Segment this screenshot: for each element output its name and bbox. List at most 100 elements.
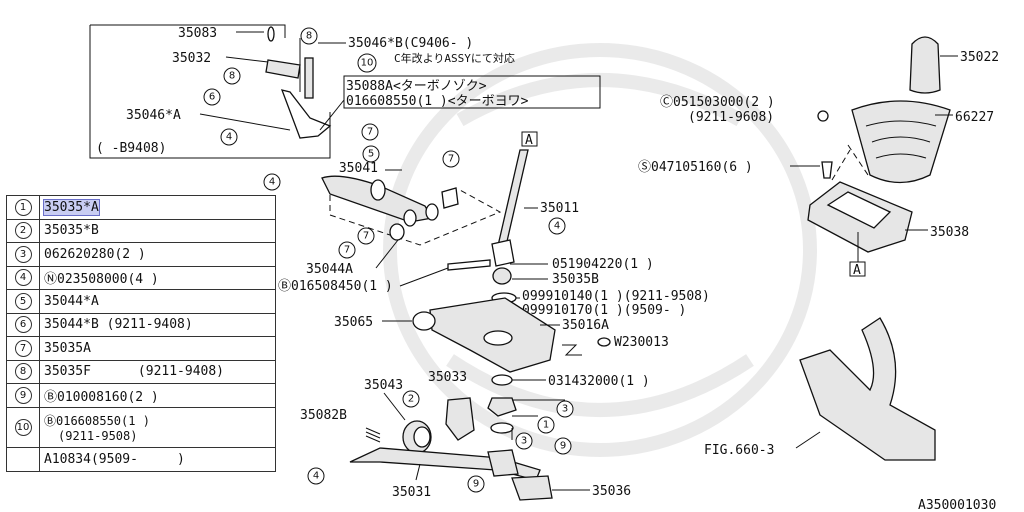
callout-6: 6 bbox=[209, 92, 215, 103]
label-35032: 35032 bbox=[172, 51, 211, 66]
label-016508450: Ⓑ016508450(1 ) bbox=[278, 279, 393, 294]
label-35038: 35038 bbox=[930, 225, 969, 240]
label-35046b: 35046*B(C9406- ) bbox=[348, 36, 473, 51]
label-051503000: Ⓒ051503000(2 ) bbox=[660, 95, 775, 110]
legend-index: 4 bbox=[7, 266, 40, 289]
drawing-id: A350001030 bbox=[918, 498, 996, 512]
label-031432000: 031432000(1 ) bbox=[548, 374, 650, 389]
legend-index: 2 bbox=[7, 219, 40, 242]
label-66227: 66227 bbox=[955, 110, 994, 125]
ref-a-box-right bbox=[849, 261, 866, 277]
legend-text: 35044*B (9211-9408) bbox=[44, 317, 193, 333]
label-047105160: Ⓢ047105160(6 ) bbox=[638, 160, 753, 175]
legend-row: 8 35035F (9211-9408) bbox=[7, 360, 275, 384]
legend-text: Ⓝ023508000(4 ) bbox=[44, 272, 159, 288]
legend-index: 10 bbox=[7, 407, 40, 447]
part-w230013 bbox=[597, 337, 611, 347]
callout-4: 4 bbox=[313, 471, 319, 482]
part-35035a bbox=[441, 187, 459, 209]
legend-text: Ⓑ010008160(2 ) bbox=[44, 389, 159, 405]
label-35041: 35041 bbox=[339, 161, 378, 176]
label-ref-a-right: A bbox=[853, 263, 861, 278]
legend-index: 1 bbox=[7, 196, 40, 219]
label-w230013: W230013 bbox=[614, 335, 669, 350]
label-35046a: 35046*A bbox=[126, 108, 181, 123]
box-35088a bbox=[343, 75, 601, 109]
label-099910140: 099910140(1 )(9211-9508) bbox=[522, 289, 710, 304]
label-35065: 35065 bbox=[334, 315, 373, 330]
legend-part-number: A10834(9509- ) bbox=[40, 448, 275, 471]
label-35082b: 35082B bbox=[300, 408, 347, 423]
callout-8: 8 bbox=[306, 31, 312, 42]
legend-index-circle: 9 bbox=[14, 386, 32, 404]
legend-part-number: 35035F (9211-9408) bbox=[40, 361, 275, 384]
legend-index-circle: 10 bbox=[14, 418, 32, 436]
legend-part-number: Ⓑ016608550(1 )(9211-9508) bbox=[40, 408, 275, 447]
callout-7: 7 bbox=[344, 245, 350, 256]
label-ref-a-top: A bbox=[525, 133, 533, 148]
label-35033: 35033 bbox=[428, 370, 467, 385]
legend-text: 35035A bbox=[44, 340, 91, 356]
legend-text: 062620280(2 ) bbox=[44, 246, 146, 262]
legend-text: 35044*A bbox=[44, 293, 99, 309]
label-35031: 35031 bbox=[392, 485, 431, 500]
part-bushing bbox=[370, 179, 386, 201]
part-35031 bbox=[349, 447, 541, 481]
legend-index: 9 bbox=[7, 384, 40, 407]
part-nut bbox=[487, 397, 517, 417]
part-35035b bbox=[492, 267, 512, 285]
callout-4: 4 bbox=[226, 132, 232, 143]
label-35016a: 35016A bbox=[562, 318, 609, 333]
label-35022: 35022 bbox=[960, 50, 999, 65]
legend-part-number: 062620280(2 ) bbox=[40, 243, 275, 266]
legend-text: 35035*A bbox=[43, 198, 100, 216]
legend-part-number: Ⓝ023508000(4 ) bbox=[40, 267, 275, 290]
part-35082b bbox=[365, 427, 381, 443]
legend-row: 9 Ⓑ010008160(2 ) bbox=[7, 384, 275, 408]
legend-index: 7 bbox=[7, 337, 40, 360]
callout-7: 7 bbox=[367, 127, 373, 138]
part-35083 bbox=[267, 26, 275, 42]
label-35083: 35083 bbox=[178, 26, 217, 41]
legend-index-circle: 4 bbox=[14, 269, 32, 287]
legend-index-circle: 8 bbox=[14, 363, 32, 381]
legend-index: 8 bbox=[7, 360, 40, 383]
legend-index-circle: 1 bbox=[14, 198, 32, 216]
legend-index-empty bbox=[7, 447, 40, 471]
part-35065 bbox=[412, 311, 436, 331]
ref-a-box-top bbox=[521, 131, 538, 147]
label-35036: 35036 bbox=[592, 484, 631, 499]
legend-text: 35035*B bbox=[44, 223, 99, 239]
label-051904220: 051904220(1 ) bbox=[552, 257, 654, 272]
legend-part-number: 35044*B (9211-9408) bbox=[40, 314, 275, 337]
part-35022-knob bbox=[909, 36, 941, 94]
label-35044a: 35044A bbox=[306, 262, 353, 277]
legend-part-number: 35035*A bbox=[40, 196, 275, 219]
label-35043: 35043 bbox=[364, 378, 403, 393]
legend-row: 1 35035*A bbox=[7, 196, 275, 220]
legend-part-number: 35044*A bbox=[40, 290, 275, 313]
part-35036 bbox=[511, 475, 553, 501]
part-35032 bbox=[265, 59, 301, 79]
callout-10: 10 bbox=[361, 58, 374, 69]
part-clip bbox=[817, 110, 829, 122]
legend-text: 35035F (9211-9408) bbox=[44, 364, 225, 380]
label-b9408: ( -B9408) bbox=[96, 141, 166, 156]
legend-part-number: 35035*B bbox=[40, 220, 275, 243]
part-031432000 bbox=[491, 374, 513, 386]
label-fig-660-3: FIG.660-3 bbox=[704, 443, 774, 458]
callout-3: 3 bbox=[521, 436, 527, 447]
label-016608550: 016608550(1 )<ターボヨワ> bbox=[346, 94, 529, 109]
callout-1: 1 bbox=[543, 420, 549, 431]
legend-index: 5 bbox=[7, 290, 40, 313]
callout-4: 4 bbox=[269, 177, 275, 188]
part-016508450 bbox=[447, 259, 491, 271]
callout-2: 2 bbox=[408, 394, 414, 405]
